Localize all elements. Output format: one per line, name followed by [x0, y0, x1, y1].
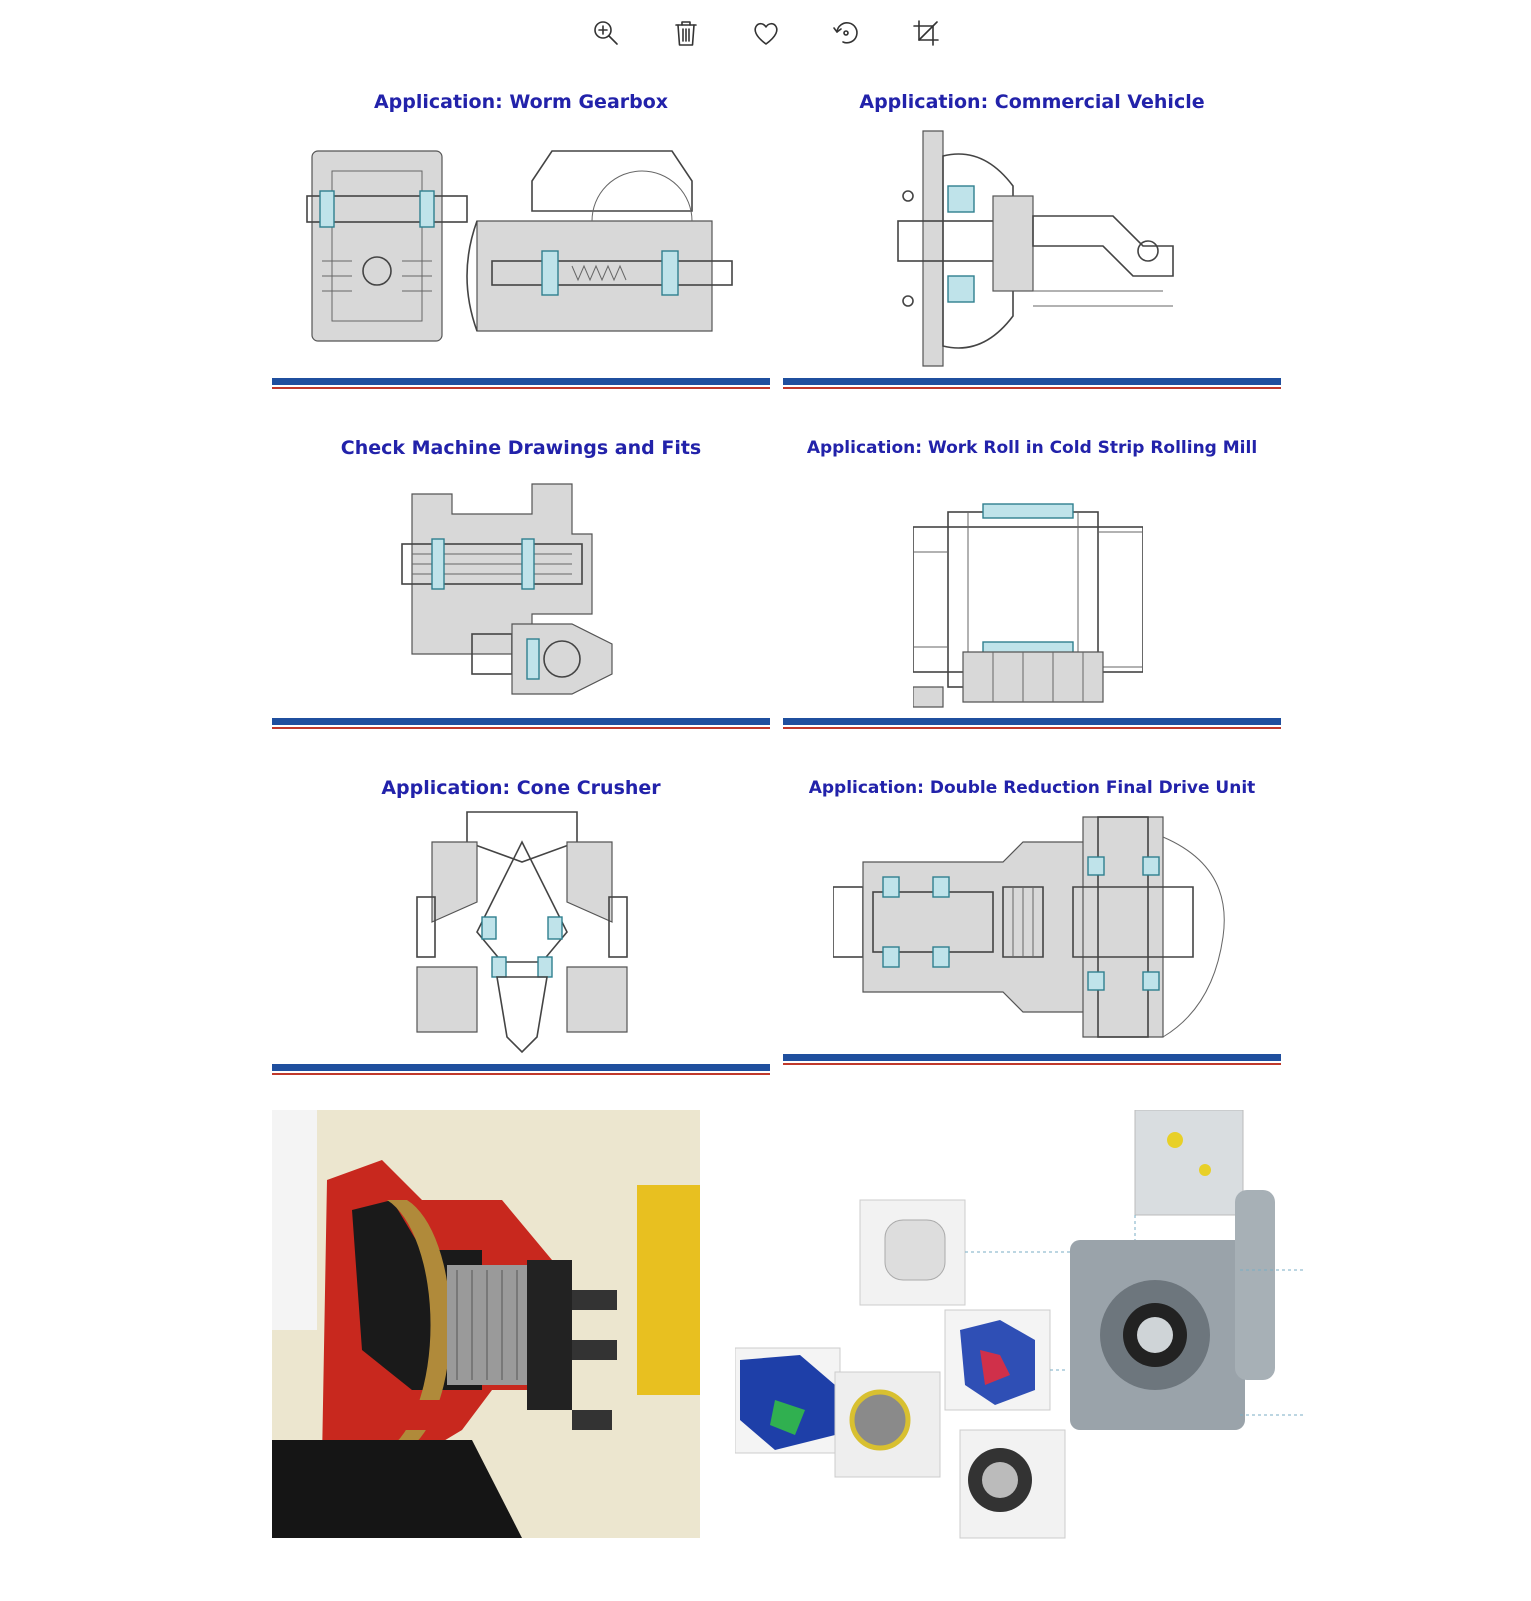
- rotate-icon: [832, 22, 858, 44]
- panel-check-machine: Check Machine Drawings and Fits: [272, 432, 770, 732]
- zoom-in-icon: [593, 21, 618, 45]
- check-machine-drawing: [392, 474, 652, 719]
- divider: [272, 378, 770, 390]
- divider: [272, 1064, 770, 1076]
- panel-title: Check Machine Drawings and Fits: [340, 437, 702, 459]
- trash-icon: [674, 21, 697, 46]
- crop-button[interactable]: [908, 15, 944, 51]
- delete-button[interactable]: [668, 15, 704, 51]
- worm-gearbox-analysis-collage: [734, 1109, 1315, 1540]
- panel-commercial-vehicle: Application: Commercial Vehicle: [783, 86, 1281, 389]
- panel-final-drive: Application: Double Reduction Final Driv…: [783, 772, 1281, 1077]
- panel-title: Application: Commercial Vehicle: [859, 91, 1205, 113]
- final-drive-drawing: [832, 807, 1233, 1047]
- panel-title: Application: Cone Crusher: [381, 777, 661, 799]
- panel-title: Application: Worm Gearbox: [373, 91, 669, 113]
- divider: [783, 718, 1281, 730]
- worm-gearbox-drawing: [302, 141, 742, 356]
- work-roll-drawing: [912, 492, 1144, 717]
- panel-cone-crusher: Application: Cone Crusher: [272, 772, 770, 1077]
- divider: [783, 378, 1281, 390]
- panel-title: Application: Work Roll in Cold Strip Rol…: [806, 438, 1258, 458]
- heart-icon: [753, 22, 778, 45]
- crop-icon: [912, 20, 939, 46]
- panel-title: Application: Double Reduction Final Driv…: [808, 778, 1256, 798]
- rotate-button[interactable]: [828, 15, 864, 51]
- image-viewer-toolbar: [0, 8, 1531, 58]
- differential-cutaway-photo: [272, 1110, 700, 1538]
- favorite-button[interactable]: [748, 15, 784, 51]
- zoom-in-button[interactable]: [588, 15, 624, 51]
- divider: [272, 718, 770, 730]
- cone-crusher-drawing: [412, 807, 632, 1057]
- panel-worm-gearbox: Application: Worm Gearbox: [272, 86, 770, 389]
- commercial-vehicle-drawing: [883, 126, 1183, 371]
- panel-work-roll: Application: Work Roll in Cold Strip Rol…: [783, 432, 1281, 732]
- divider: [783, 1054, 1281, 1066]
